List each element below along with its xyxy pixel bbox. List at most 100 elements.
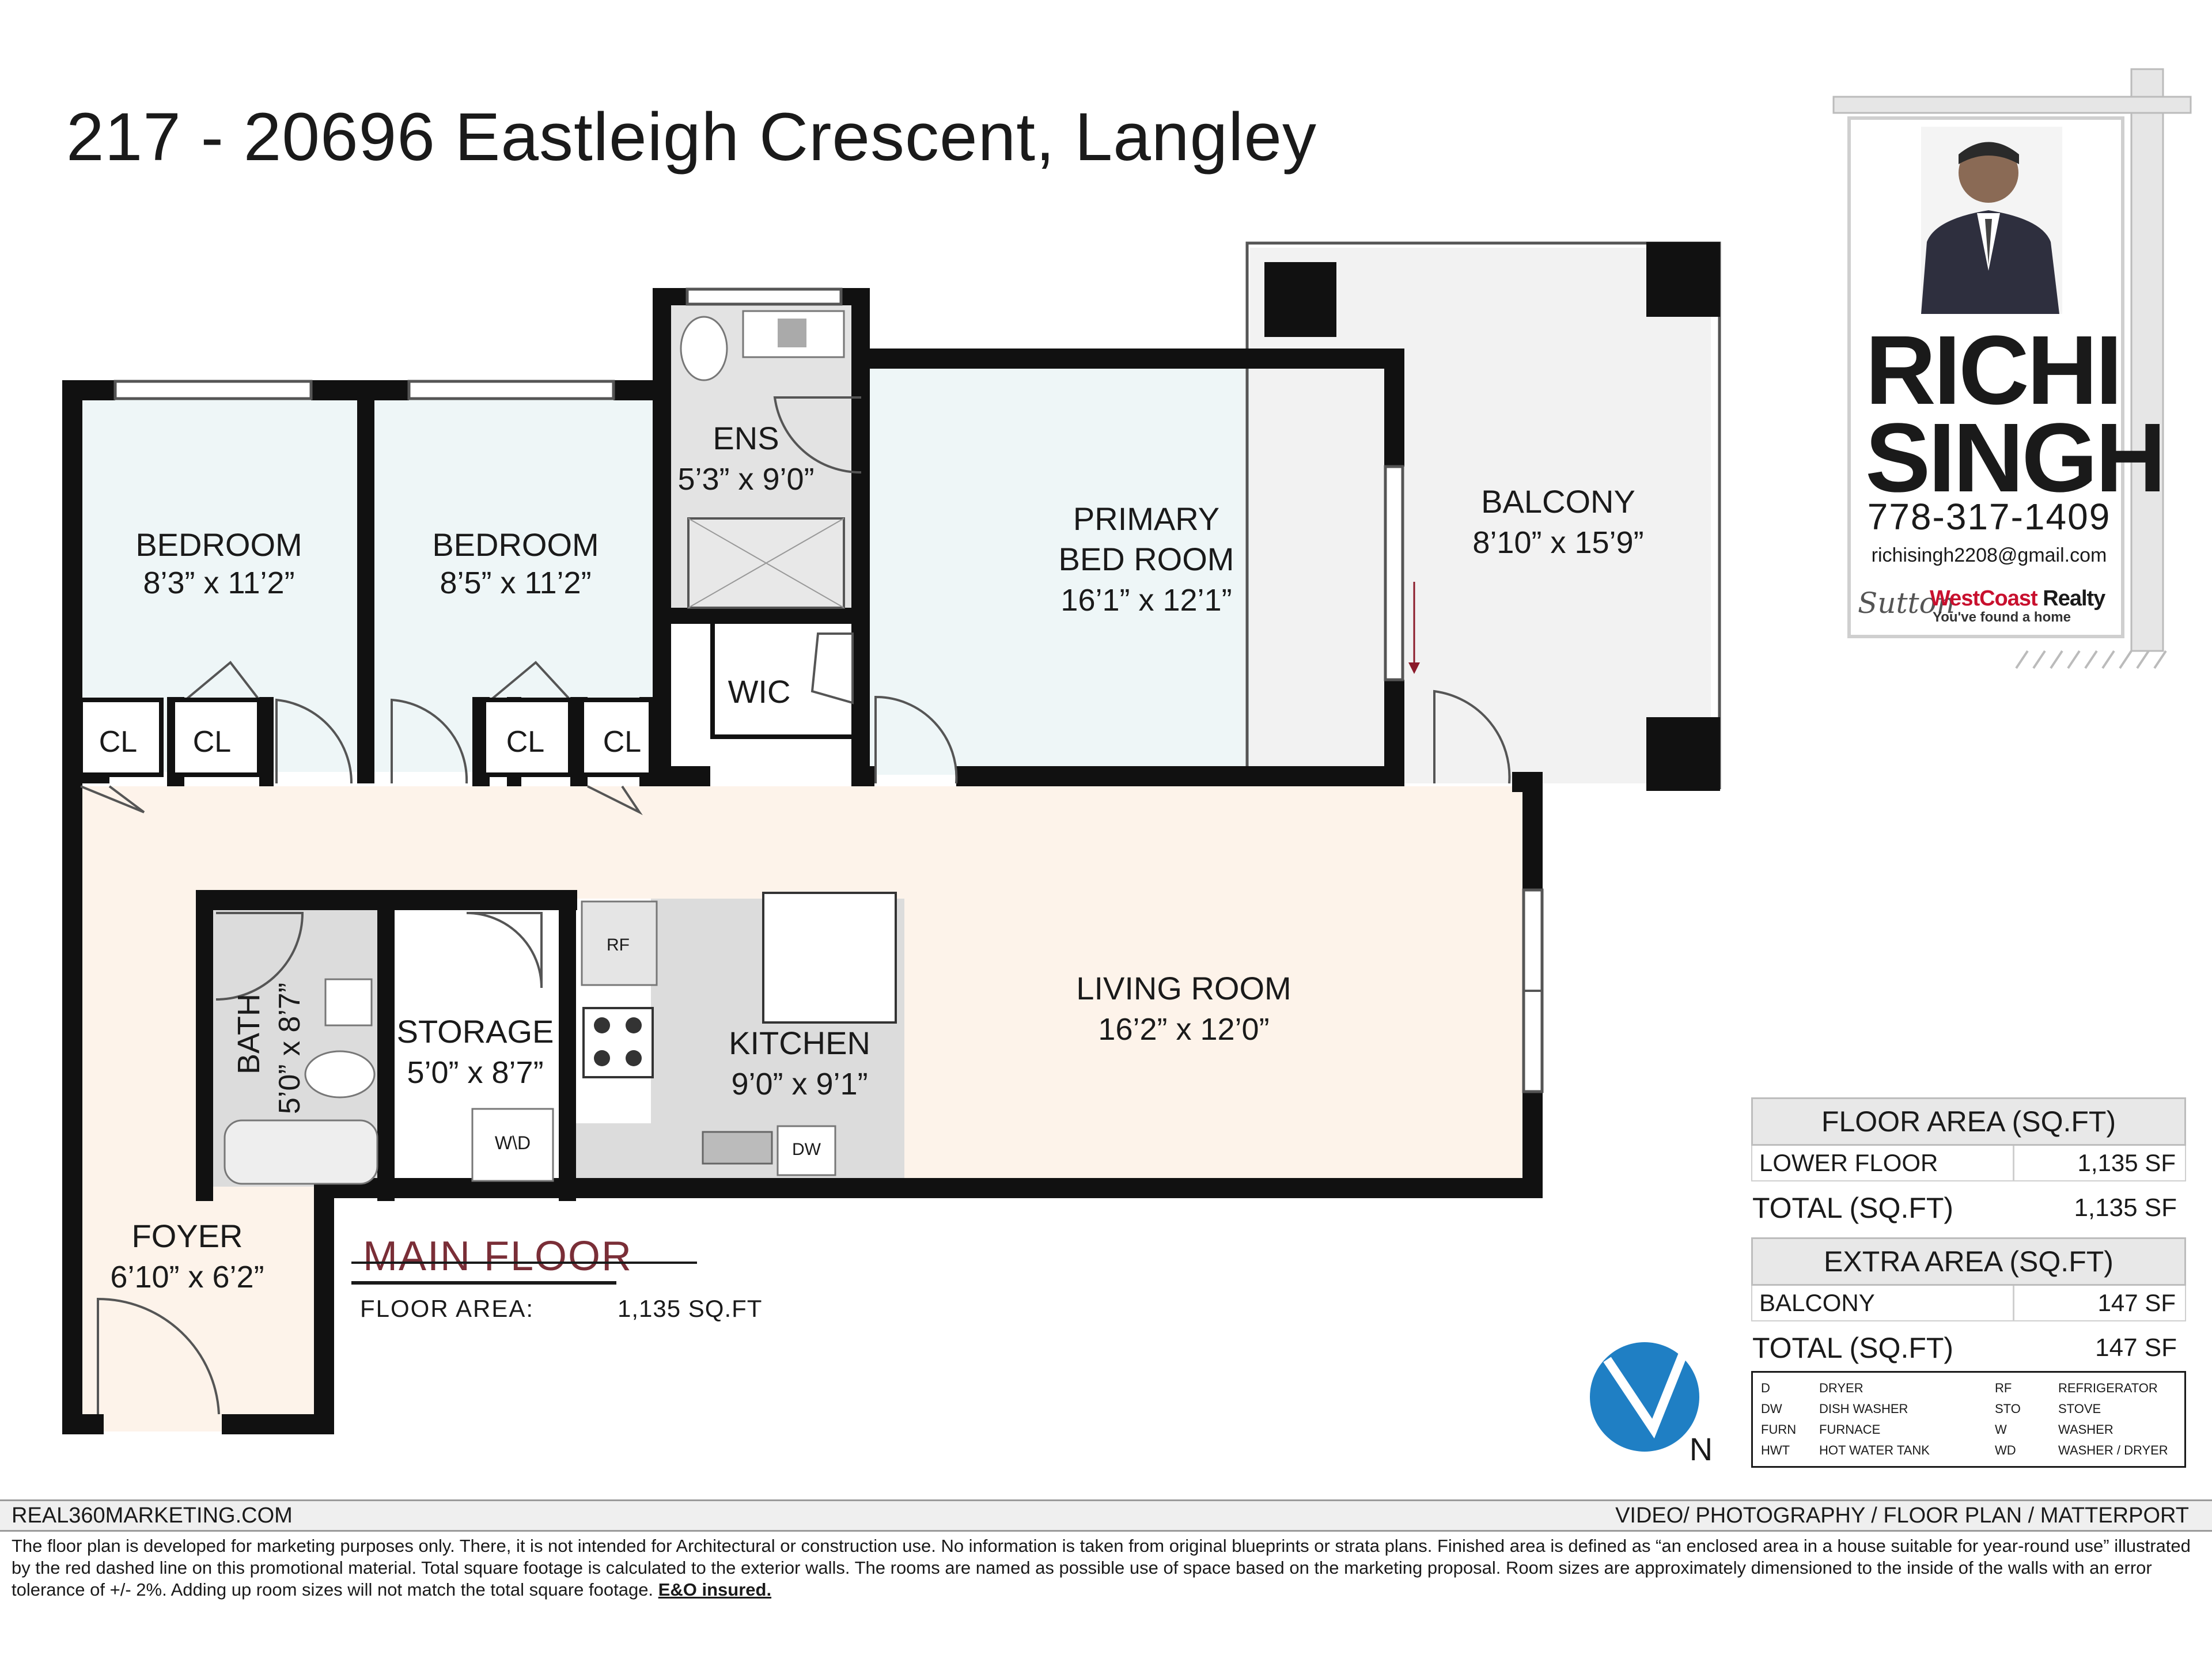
closet-cl-2: [171, 698, 262, 777]
primary-name-line1: PRIMARY: [1073, 501, 1219, 537]
bathtub: [224, 1119, 378, 1185]
legend-meaning: DRYER: [1819, 1381, 1863, 1395]
bath-name: BATH: [232, 994, 266, 1074]
closet-cl-4: [579, 698, 653, 777]
abbreviation-legend: D DRYER RF REFRIGERATOR DW DISH WASHER S…: [1751, 1371, 2186, 1468]
balcony-post: [1646, 717, 1720, 791]
extra-area-table: EXTRA AREA (SQ.FT) BALCONY 147 SF TOTAL …: [1751, 1237, 2186, 1374]
row-label: BALCONY: [1752, 1286, 2014, 1320]
floor-area-label: FLOOR AREA:: [360, 1295, 535, 1322]
balcony-post: [1646, 242, 1720, 317]
kitchen-name: KITCHEN: [729, 1025, 870, 1061]
footer-bar: REAL360MARKETING.COM VIDEO/ PHOTOGRAPHY …: [0, 1499, 2212, 1532]
foyer-name: FOYER: [132, 1218, 243, 1254]
dishwasher-label: DW: [792, 1140, 821, 1159]
storage-name: STORAGE: [397, 1013, 554, 1050]
total-value: 1,135 SF: [2074, 1194, 2177, 1222]
balcony-post: [1264, 262, 1336, 337]
closet-label: CL: [603, 725, 641, 759]
legend-abbr: STO: [1995, 1402, 2021, 1416]
closet-label: CL: [193, 725, 231, 759]
fridge: [581, 900, 658, 986]
bath-sink: [324, 978, 373, 1027]
bedroom1-name: BEDROOM: [135, 527, 302, 563]
brokerage-tagline: You've found a home: [1933, 609, 2071, 625]
closet-cl-1: [78, 698, 164, 777]
ensuite-size: 5’3” x 9’0”: [677, 462, 814, 497]
balcony-name: BALCONY: [1481, 483, 1635, 520]
total-label: TOTAL (SQ.FT): [1752, 1192, 1954, 1224]
ground-hatch: [2015, 650, 2167, 669]
realtor-first-name: RICHI: [1865, 316, 2123, 425]
compass-icon: N: [1590, 1340, 1713, 1467]
realtor-phone: 778-317-1409: [1867, 496, 2111, 537]
realtor-last-name: SINGH: [1865, 403, 2166, 513]
washer-dryer-label: W\D: [495, 1132, 531, 1153]
table-row: BALCONY 147 SF: [1751, 1286, 2186, 1321]
row-value: 1,135 SF: [2077, 1149, 2176, 1176]
legend-abbr: HWT: [1761, 1443, 1790, 1457]
brokerage-name-red: WestCoast: [1930, 586, 2038, 611]
legend-abbr: WD: [1995, 1443, 2016, 1457]
burner: [594, 1050, 610, 1066]
legend-meaning: HOT WATER TANK: [1819, 1443, 1930, 1457]
fridge-label: RF: [607, 935, 630, 955]
closet-label: CL: [99, 725, 137, 759]
washer-dryer: [471, 1108, 554, 1182]
row-label: LOWER FLOOR: [1752, 1146, 2014, 1180]
disclaimer: The floor plan is developed for marketin…: [12, 1535, 2195, 1601]
floor-label-rule: [351, 1262, 697, 1264]
balcony-size: 8’10” x 15’9”: [1472, 525, 1643, 560]
realtor-email: richisingh2208@gmail.com: [1871, 544, 2107, 566]
footer-services: VIDEO/ PHOTOGRAPHY / FLOOR PLAN / MATTER…: [1615, 1503, 2189, 1528]
primary-size: 16’1” x 12’1”: [1060, 583, 1232, 618]
legend-meaning: WASHER / DRYER: [2058, 1443, 2168, 1457]
floor-area-table: FLOOR AREA (SQ.FT) LOWER FLOOR 1,135 SF …: [1751, 1097, 2186, 1234]
bedroom2-name: BEDROOM: [432, 527, 599, 563]
room-labels: BEDROOM 8’3” x 11’2” BEDROOM 8’5” x 11’2…: [99, 420, 1644, 1294]
table-total: TOTAL (SQ.FT) 1,135 SF: [1751, 1181, 2186, 1234]
legend-abbr: W: [1995, 1422, 2007, 1437]
table-row: LOWER FLOOR 1,135 SF: [1751, 1146, 2186, 1181]
legend-abbr: DW: [1761, 1402, 1782, 1416]
kitchen-sink: [702, 1131, 773, 1165]
legend-meaning: FURNACE: [1819, 1422, 1881, 1437]
legend-meaning: WASHER: [2058, 1422, 2113, 1437]
bedroom2-size: 8’5” x 11’2”: [440, 566, 591, 600]
living-name: LIVING ROOM: [1076, 970, 1291, 1006]
storage-size: 5’0” x 8’7”: [407, 1055, 543, 1090]
legend-meaning: DISH WASHER: [1819, 1402, 1908, 1416]
bath-toilet: [304, 1050, 376, 1099]
closet-label: CL: [506, 725, 544, 759]
balcony-outline: [1245, 241, 1721, 789]
primary-name-line2: BED ROOM: [1059, 541, 1234, 577]
table-header: EXTRA AREA (SQ.FT): [1751, 1237, 2186, 1286]
legend-abbr: D: [1761, 1381, 1770, 1395]
table-total: TOTAL (SQ.FT) 147 SF: [1751, 1321, 2186, 1374]
brokerage-name: WestCoast Realty: [1930, 586, 2105, 611]
disclaimer-text: The floor plan is developed for marketin…: [12, 1536, 2191, 1600]
foyer-size: 6’10” x 6’2”: [110, 1260, 264, 1294]
legend-abbr: FURN: [1761, 1422, 1797, 1437]
table-header: FLOOR AREA (SQ.FT): [1751, 1097, 2186, 1146]
ensuite-sink-basin: [778, 319, 806, 347]
bedroom1-size: 8’3” x 11’2”: [143, 566, 294, 600]
floor-area-value: 1,135 SQ.FT: [618, 1295, 763, 1322]
legend-abbr: RF: [1995, 1381, 2012, 1395]
bath-size: 5’0” x 8’7”: [273, 983, 306, 1114]
door-swings: [80, 396, 1511, 1415]
burner: [594, 1017, 610, 1033]
footer-website[interactable]: REAL360MARKETING.COM: [12, 1503, 293, 1528]
island: [762, 892, 897, 1024]
floor-label-rule: [351, 1281, 616, 1285]
brokerage-script-logo: Sutton: [1858, 586, 1955, 620]
row-value: 147 SF: [2097, 1289, 2176, 1316]
living-size: 16’2” x 12’0”: [1098, 1012, 1269, 1047]
kitchen-size: 9’0” x 9’1”: [731, 1067, 868, 1101]
total-value: 147 SF: [2095, 1334, 2177, 1362]
closet-cl-3: [482, 698, 573, 777]
wic-name: WIC: [728, 673, 791, 710]
legend-meaning: REFRIGERATOR: [2058, 1381, 2158, 1395]
burner: [626, 1050, 642, 1066]
